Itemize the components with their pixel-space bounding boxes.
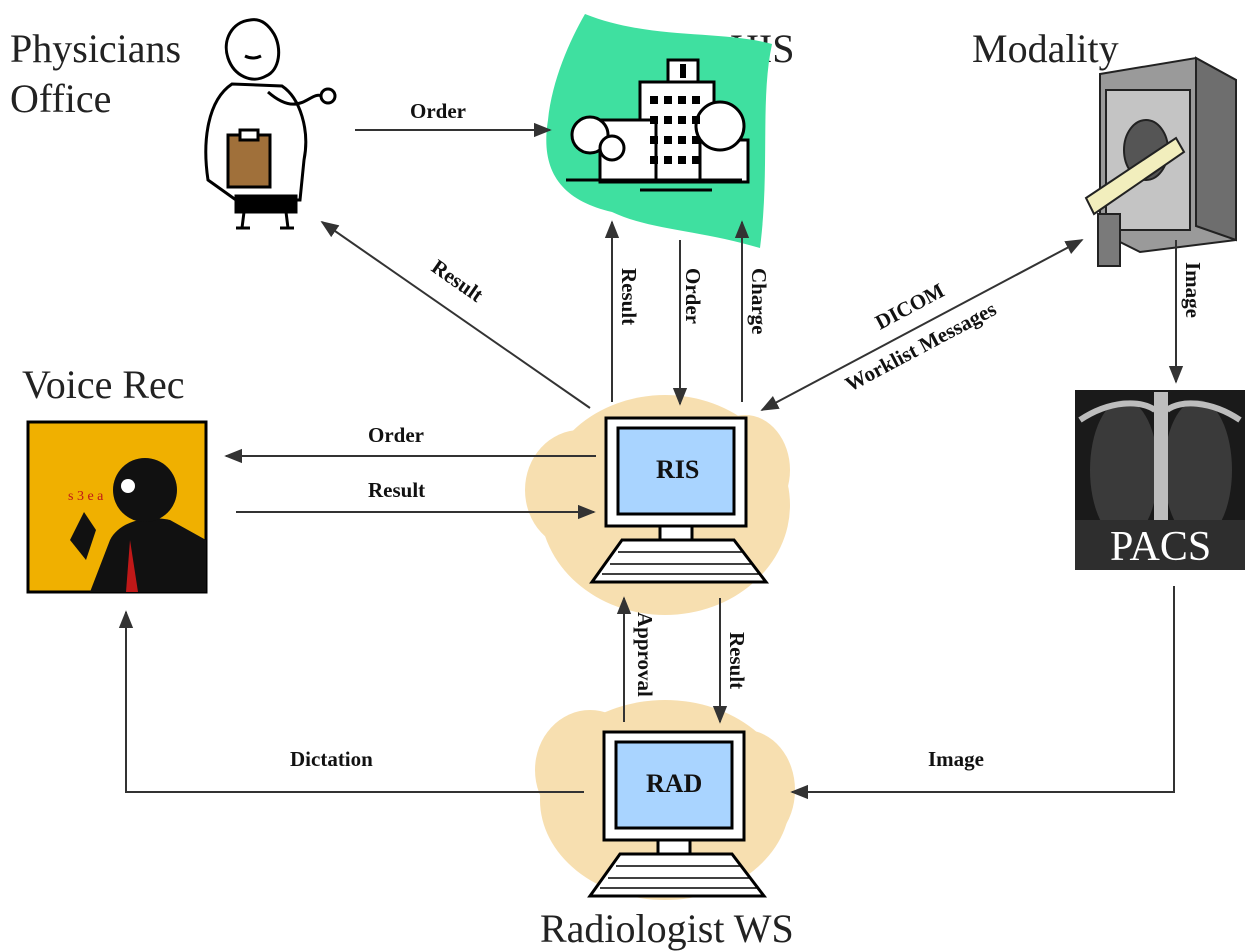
modality-label: Modality [972,26,1119,71]
arrow-pacs-to-rad-image [790,586,1175,800]
radiologist-ws-label: Radiologist WS [540,906,794,951]
xray-icon [1075,390,1245,570]
ris-computer-icon [589,416,770,584]
physician-icon [204,18,337,230]
edge-label-ris-to-voice-order: Order [368,423,424,447]
edge-label-rad-to-voice-dictation: Dictation [290,747,373,771]
edge-label-ris-to-office: Result [427,254,488,306]
rad-computer-icon [587,730,768,898]
arrow-dicom-worklist [760,239,1084,411]
edge-label-ris-to-rad-result: Result [725,632,749,689]
hospital-icon [546,14,772,248]
edge-label-ris-to-his-charge: Charge [747,268,771,335]
pacs-label: PACS [1110,524,1211,570]
physicians-office-label-line1: Physicians [10,26,181,71]
edge-label-modality-to-pacs: Image [1181,262,1205,318]
scanner-icon [1084,56,1237,267]
voice-rec-label: Voice Rec [22,362,185,407]
physicians-office-label-line2: Office [10,76,111,121]
ris-label: RIS [656,455,699,484]
edge-label-office-to-his: Order [410,99,466,123]
edge-label-ris-to-his-result: Result [617,268,641,325]
voice-rec-glyphs: s 3 e a [68,489,104,504]
edge-label-pacs-to-rad-image: Image [928,747,984,771]
edge-label-voice-to-ris-result: Result [368,478,425,502]
rad-label: RAD [646,769,702,798]
edge-label-rad-to-ris-approval: Approval [633,612,657,697]
voice-recognition-icon: s 3 e a [26,420,208,594]
arrows [118,122,1184,800]
arrow-rad-to-voice-dictation [118,610,584,793]
arrow-ris-to-office [320,220,591,409]
edge-label-his-to-ris-order: Order [681,268,705,324]
